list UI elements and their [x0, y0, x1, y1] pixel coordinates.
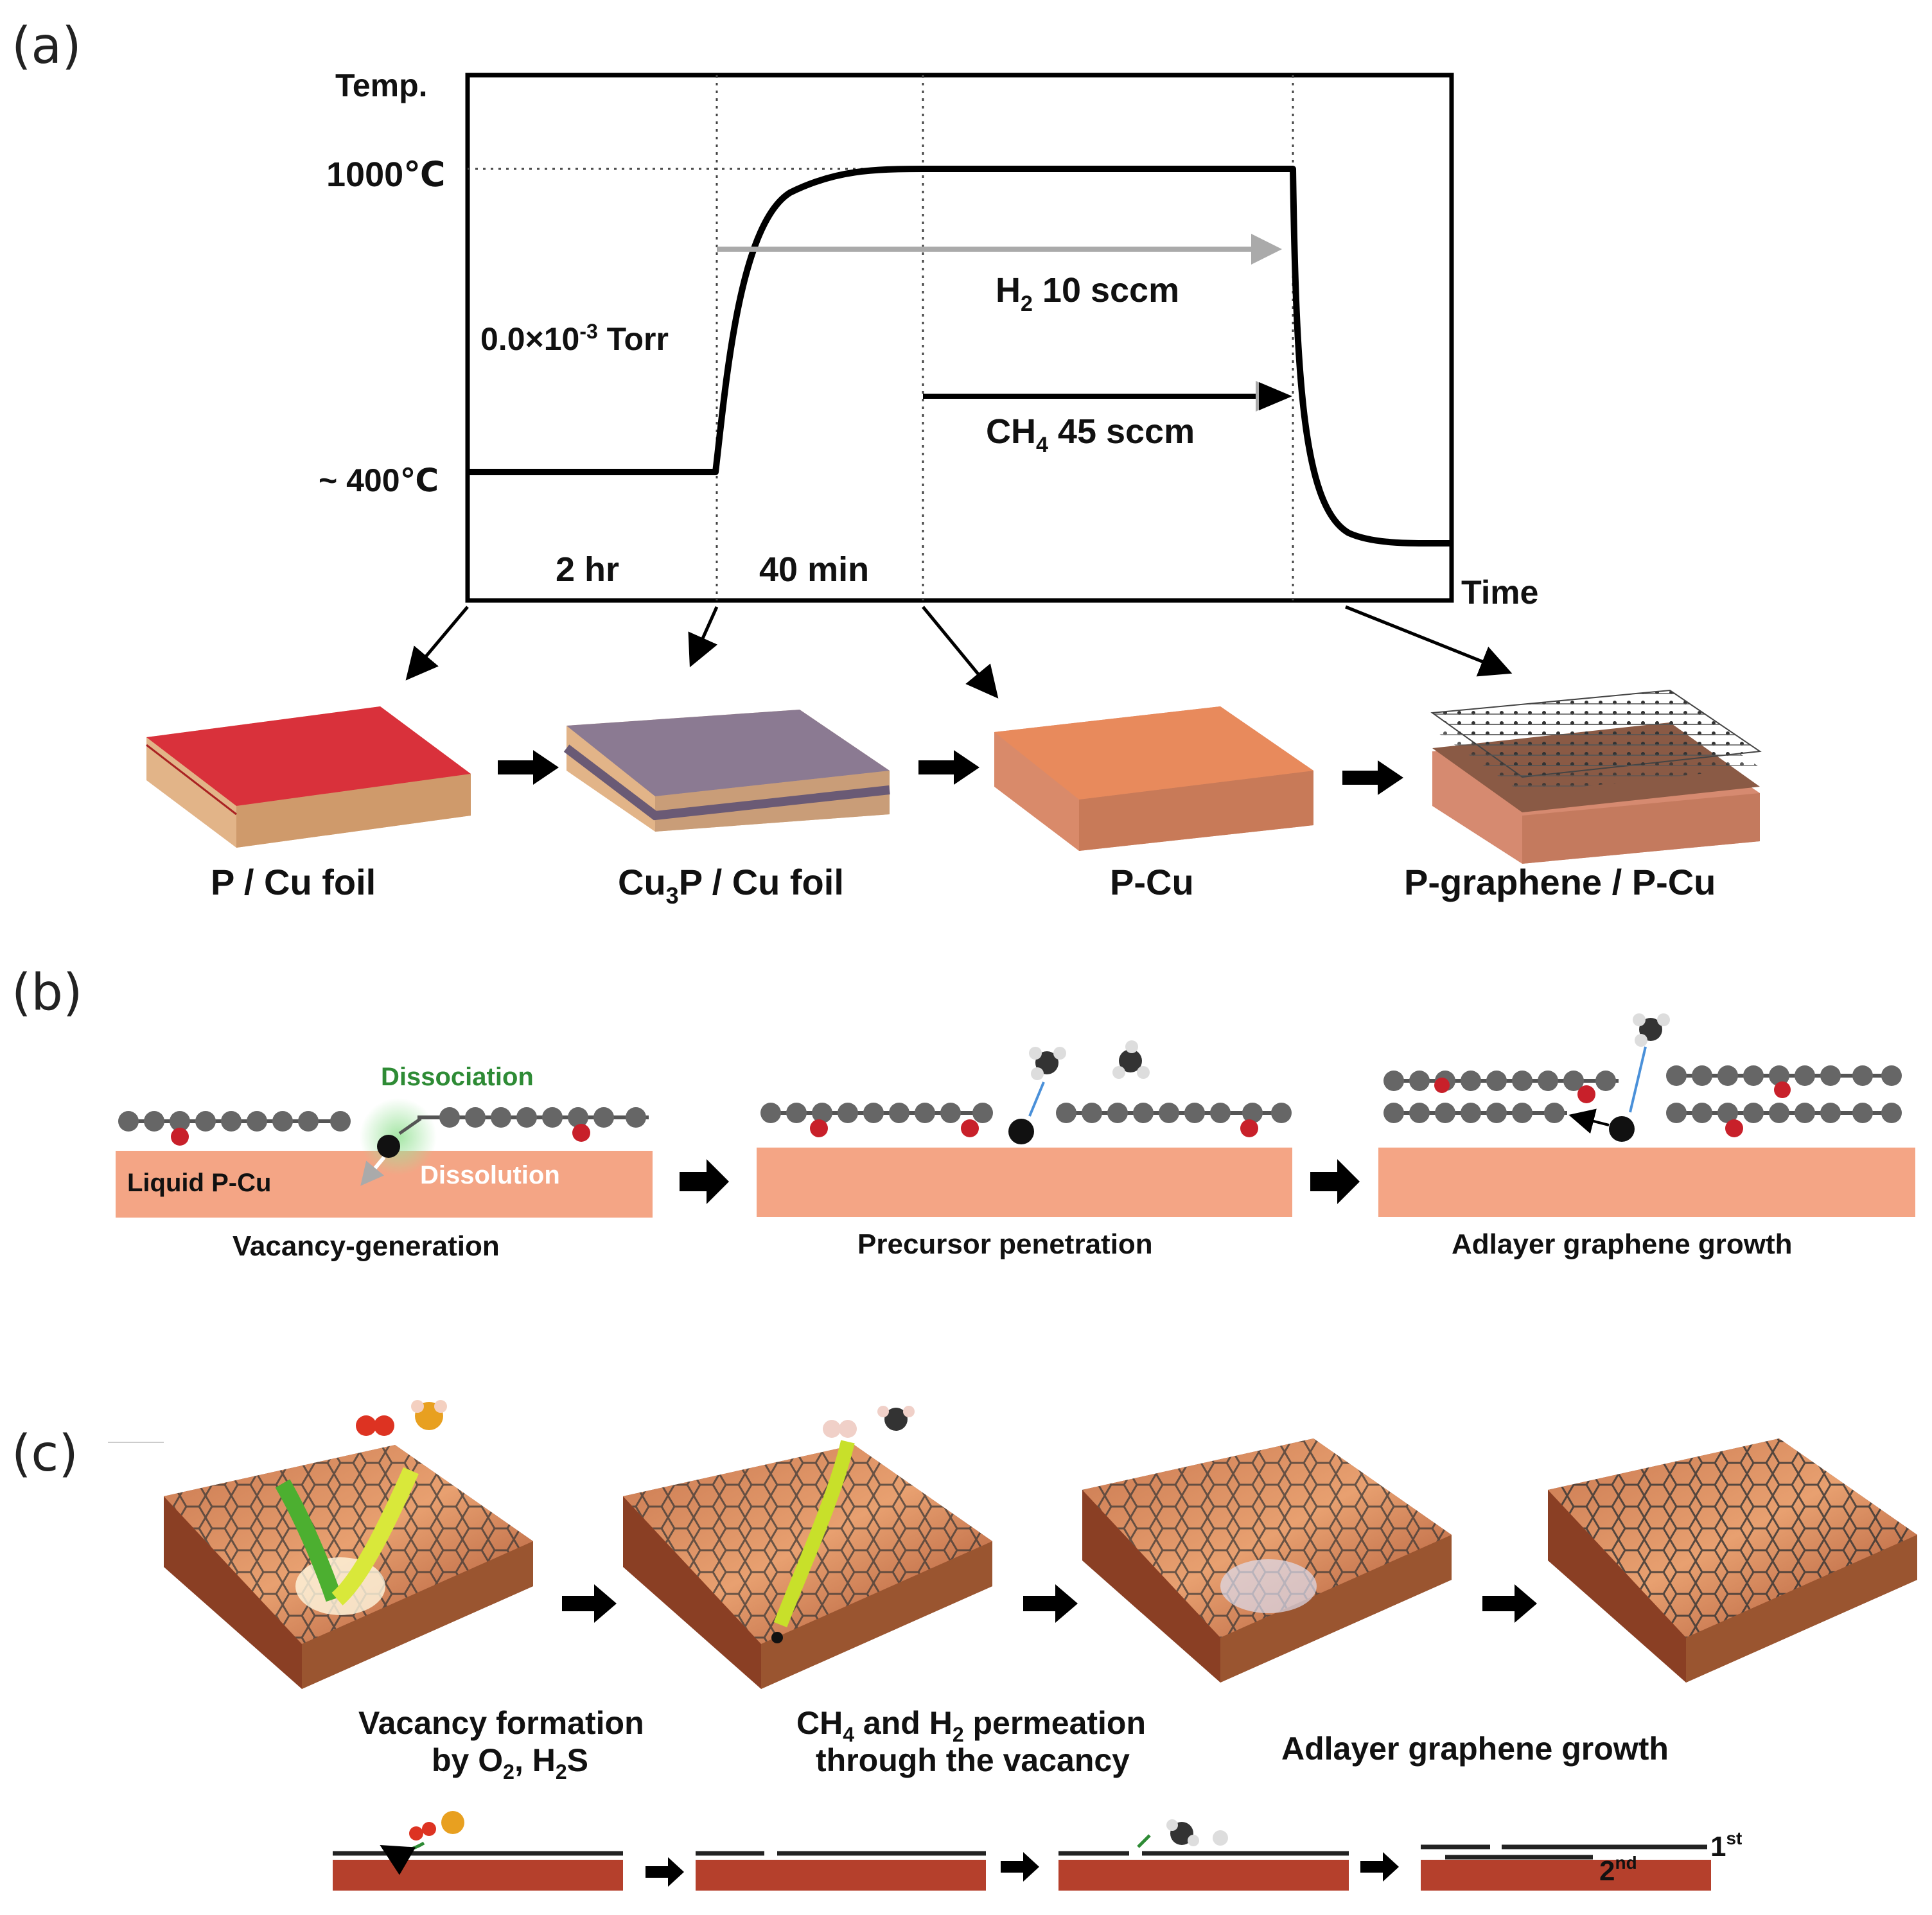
step-c1-line1: Vacancy formation: [358, 1705, 644, 1741]
temp-high-label: 1000℃: [326, 155, 446, 194]
step-c1-line2: by O2, H2S: [432, 1742, 588, 1783]
temperature-graph-frame: [465, 73, 1454, 603]
stage-slab-cu3p-cu-foil: [563, 710, 890, 832]
transition-arrow-c-2: [1023, 1584, 1078, 1623]
stage-label-cu3p-cu-foil: Cu3P / Cu foil: [618, 862, 844, 909]
graph-dotted-guides: [468, 75, 1294, 600]
slab-c-4: [1548, 1438, 1917, 1683]
ch4-label: CH4 45 sccm: [986, 412, 1195, 457]
layer-label-1st: 1st: [1710, 1828, 1742, 1862]
stage-pointer-arrows: [405, 605, 1513, 699]
step-c2-line2: through the vacancy: [816, 1742, 1130, 1778]
graphene-chain-b1: [118, 1098, 649, 1186]
y-axis-label: Temp.: [335, 67, 428, 103]
slab-c-2: [623, 1406, 992, 1689]
dissolution-label: Dissolution: [420, 1161, 560, 1189]
stage-label-p-cu-foil: P / Cu foil: [211, 862, 376, 902]
substrate-b-3: [1378, 1148, 1915, 1217]
h2-label: H2 10 sccm: [996, 271, 1179, 316]
graphene-chain-b2: [760, 1040, 1292, 1144]
stage-label-p-cu: P-Cu: [1110, 862, 1194, 902]
panel-label-c: (c): [12, 1425, 78, 1483]
slab-c-3: [1082, 1438, 1452, 1683]
stage-slab-p-cu-foil: [146, 706, 471, 848]
graphene-chain-b3: [1383, 1013, 1902, 1142]
transition-arrow-c-1: [562, 1584, 617, 1623]
stage-slab-p-cu: [994, 706, 1313, 851]
step-label-adlayer-growth-b: Adlayer graphene growth: [1452, 1229, 1793, 1260]
duration-2hr: 2 hr: [556, 550, 619, 589]
layer-label-2nd: 2nd: [1599, 1853, 1637, 1887]
ch4-arrow-head: [1259, 382, 1292, 410]
cross-section-strip: [333, 1811, 1711, 1891]
step-c3-label: Adlayer graphene growth: [1281, 1731, 1669, 1767]
transition-arrow-b-1: [680, 1159, 729, 1204]
temperature-profile-curve: [468, 166, 1452, 547]
step-c2-line1: CH4 and H2 permeation: [796, 1705, 1146, 1746]
slab-c-1: [164, 1400, 533, 1689]
panel-label-a: (a): [12, 17, 82, 75]
step-label-precursor-penetration: Precursor penetration: [857, 1229, 1153, 1260]
panel-label-b: (b): [12, 964, 82, 1022]
dissociation-label: Dissociation: [381, 1063, 534, 1091]
substrate-b-2: [757, 1148, 1292, 1217]
stage-label-p-graphene-p-cu: P-graphene / P-Cu: [1404, 862, 1716, 902]
temp-low-label: ~ 400℃: [319, 462, 439, 498]
liquid-p-cu-label: Liquid P-Cu: [127, 1169, 271, 1197]
transition-arrow-b-2: [1310, 1159, 1360, 1204]
pressure-label: 0.0×10-3 Torr: [480, 320, 669, 357]
duration-40min: 40 min: [759, 550, 869, 589]
step-label-vacancy-generation: Vacancy-generation: [233, 1230, 500, 1262]
stage-transition-arrows-a: [498, 750, 1403, 795]
x-axis-label: Time: [1461, 574, 1538, 611]
transition-arrow-c-3: [1482, 1584, 1537, 1623]
stage-slab-p-graphene-p-cu: [1430, 689, 1762, 864]
